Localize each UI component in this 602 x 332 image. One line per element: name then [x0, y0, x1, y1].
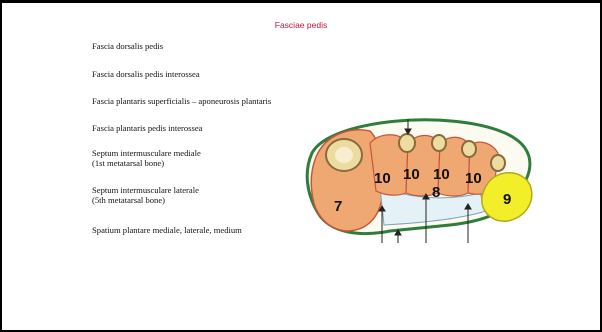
term-line-sub: (1st metatarsal bone) [92, 158, 201, 168]
label-10-c: 10 [433, 166, 450, 183]
slide-title: Fasciae pedis [2, 20, 600, 30]
metatarsal-bone-3 [432, 135, 446, 151]
label-9: 9 [503, 191, 511, 208]
metatarsal-bone-5 [491, 155, 505, 171]
label-8: 8 [432, 184, 440, 201]
label-10-b: 10 [403, 166, 420, 183]
term-line: Fascia dorsalis pedis [92, 41, 163, 51]
metatarsal-bone-4 [462, 141, 476, 157]
foot-cross-section-figure: 7 8 9 10 10 10 10 [300, 113, 540, 253]
term-septum-laterale: Septum intermusculare laterale (5th meta… [92, 185, 199, 205]
term-fascia-dorsalis-pedis: Fascia dorsalis pedis [92, 41, 163, 51]
metatarsal-bone-2 [399, 134, 415, 152]
label-7: 7 [334, 198, 342, 215]
slide: Fasciae pedis Fascia dorsalis pedis Fasc… [2, 3, 600, 330]
term-septum-mediale: Septum intermusculare mediale (1st metat… [92, 148, 201, 168]
term-fascia-dorsalis-interossea: Fascia dorsalis pedis interossea [92, 69, 200, 79]
term-line: Fascia plantaris pedis interossea [92, 123, 203, 133]
label-10-d: 10 [465, 170, 482, 187]
term-line: Fascia dorsalis pedis interossea [92, 69, 200, 79]
term-line-sub: (5th metatarsal bone) [92, 195, 199, 205]
term-line: Septum intermusculare laterale [92, 185, 199, 195]
foot-cross-section-svg: 7 8 9 10 10 10 10 [300, 113, 540, 253]
term-line: Fascia plantaris superficialis – aponeur… [92, 96, 271, 106]
term-spatium-plantare: Spatium plantare mediale, laterale, medi… [92, 225, 242, 235]
label-10-a: 10 [374, 170, 391, 187]
bone-marrow [335, 147, 353, 163]
term-fascia-plantaris-interossea: Fascia plantaris pedis interossea [92, 123, 203, 133]
term-line: Spatium plantare mediale, laterale, medi… [92, 225, 242, 235]
term-aponeurosis-plantaris: Fascia plantaris superficialis – aponeur… [92, 96, 271, 106]
term-line: Septum intermusculare mediale [92, 148, 201, 158]
